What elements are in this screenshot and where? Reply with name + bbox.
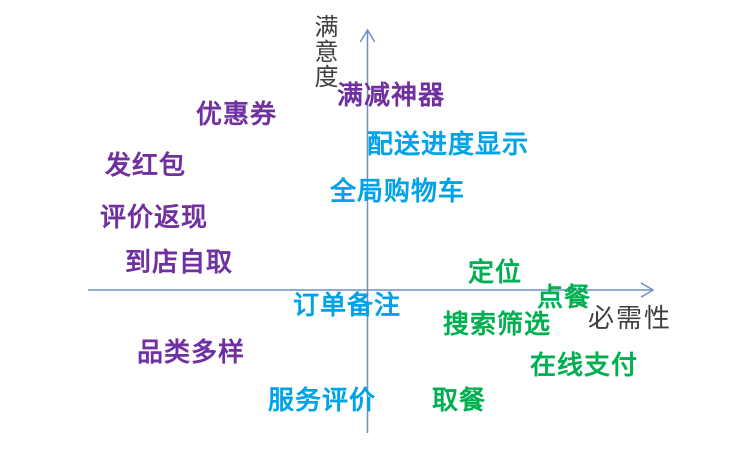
quadrant-label: 到店自取 xyxy=(125,247,234,277)
quadrant-label: 发红包 xyxy=(105,150,187,180)
quadrant-label: 定位 xyxy=(468,257,523,287)
quadrant-label: 满减神器 xyxy=(337,80,446,110)
x-axis-title: 必需性 xyxy=(588,304,673,333)
y-axis-arrowhead-icon xyxy=(359,28,376,43)
quadrant-label: 服务评价 xyxy=(268,385,377,415)
quadrant-label: 全局购物车 xyxy=(330,176,466,206)
y-axis-title: 满意度 xyxy=(310,14,336,89)
quadrant-label: 取餐 xyxy=(432,385,487,415)
quadrant-label: 点餐 xyxy=(537,282,592,312)
quadrant-label: 品类多样 xyxy=(137,337,246,367)
quadrant-label: 搜索筛选 xyxy=(443,309,552,339)
quadrant-label: 优惠券 xyxy=(196,99,278,129)
quadrant-label: 在线支付 xyxy=(530,350,639,380)
quadrant-label: 订单备注 xyxy=(293,290,402,320)
quadrant-label: 评价返现 xyxy=(100,202,209,232)
quadrant-label: 配送进度显示 xyxy=(367,129,530,159)
x-axis-arrowhead-icon xyxy=(640,282,655,298)
